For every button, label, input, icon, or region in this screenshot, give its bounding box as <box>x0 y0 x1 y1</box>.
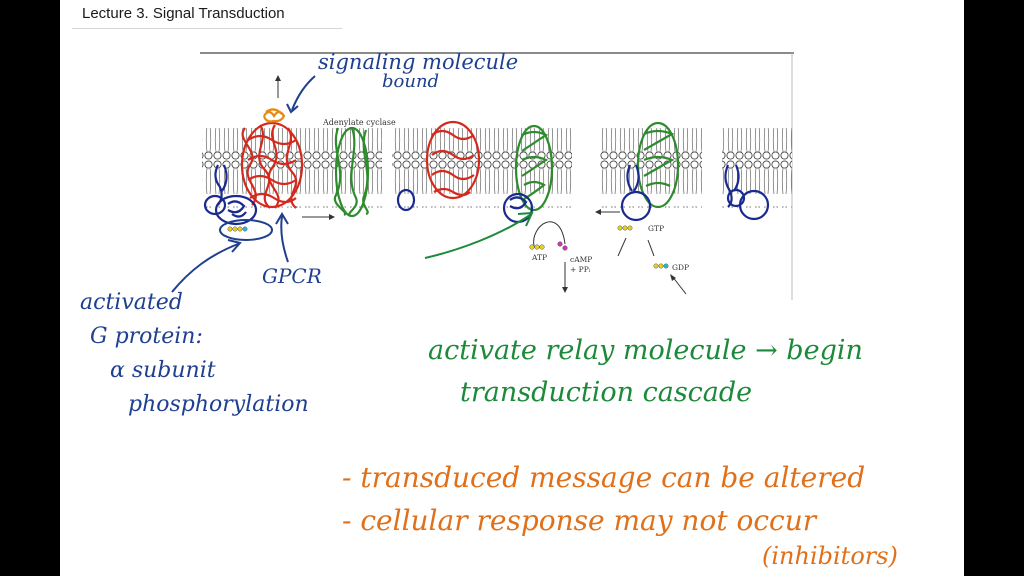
gpcr-annotation: GPCR <box>262 264 322 288</box>
activated-line-4: phosphorylation <box>128 392 309 418</box>
gpcr-arrow <box>280 215 289 263</box>
ppi-label: + PPᵢ <box>570 265 591 274</box>
activated-arrow <box>171 243 239 293</box>
adenylate-cyclase-3 <box>636 121 680 209</box>
g-protein-circle-annotation <box>219 219 273 241</box>
gtp-beads <box>617 225 669 269</box>
signal-transduction-figure: Adenylate cyclase ATP cAMP + PPᵢ GTP GDP <box>171 52 794 300</box>
relay-line-2: transduction cascade <box>460 376 753 408</box>
slide-title: Lecture 3. Signal Transduction <box>82 5 285 22</box>
signaling-arrow <box>291 75 316 111</box>
bullet-2: - cellular response may not occur <box>342 504 817 538</box>
gdp-label: GDP <box>672 263 689 272</box>
membrane-panel-2 <box>392 128 572 208</box>
activated-line-2: G protein: <box>90 324 203 350</box>
signaling-line-1: signaling molecule <box>318 50 519 74</box>
bullet-2-continued: (inhibitors) <box>762 541 898 570</box>
adenylate-cyclase-label: Adenylate cyclase <box>322 118 396 127</box>
signaling-molecule-annotation: signaling molecule bound <box>318 52 518 91</box>
g-protein-1 <box>203 164 258 226</box>
gdp-beads-1 <box>227 226 248 232</box>
signaling-line-2: bound <box>382 71 440 92</box>
relay-line-1: activate relay molecule → begin <box>428 335 863 366</box>
camp-label: cAMP <box>570 255 592 264</box>
atp-beads <box>529 241 568 251</box>
adenylate-cyclase-1 <box>333 126 370 218</box>
relay-annotation: activate relay molecule → begin transduc… <box>428 330 863 414</box>
relay-arrow <box>424 214 531 259</box>
activated-g-protein-annotation: activated G protein: α subunit phosphory… <box>80 286 309 422</box>
g-protein-3 <box>620 164 652 222</box>
gpcr-protein-2 <box>425 120 481 200</box>
slide-title-bar: Lecture 3. Signal Transduction <box>72 0 342 29</box>
membrane-panel-3 <box>600 128 702 208</box>
bullet-1: - transduced message can be altered <box>342 461 866 494</box>
gtp-label: GTP <box>648 224 664 233</box>
gpcr-protein-1 <box>240 121 304 209</box>
activated-line-1: activated <box>80 290 183 315</box>
g-protein-4 <box>724 164 770 221</box>
slide: Lecture 3. Signal Transduction <box>60 0 964 576</box>
atp-label: ATP <box>531 253 547 262</box>
bullet-annotations: - transduced message can be altered - ce… <box>342 456 898 569</box>
adenylate-cyclase-2 <box>514 124 554 212</box>
membrane-panel-4 <box>722 128 792 208</box>
activated-line-3: α subunit <box>110 358 216 384</box>
signaling-molecule <box>262 108 286 123</box>
